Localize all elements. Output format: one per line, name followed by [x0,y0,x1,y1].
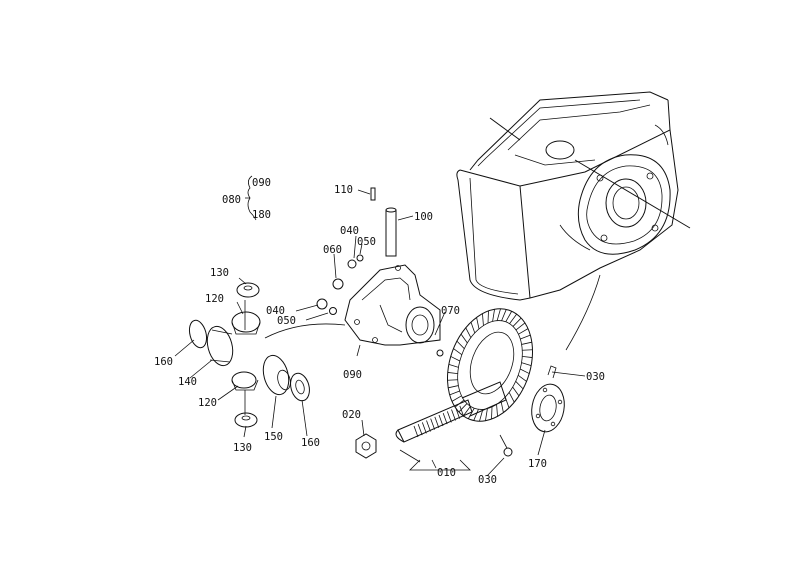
group-080-brace [245,175,257,221]
label-100: 100 [414,211,433,223]
transmission-housing [456,91,691,351]
label-070: 070 [441,305,460,317]
label-120-top: 120 [205,293,224,305]
label-180: 180 [252,209,271,221]
label-040-left: 040 [266,305,285,317]
leader-lines [174,189,586,477]
label-020: 020 [342,409,361,421]
label-160-right: 160 [301,437,320,449]
part-labels: 090 080 180 110 100 040 050 060 130 120 … [154,177,605,486]
pinion-shaft [395,381,507,471]
label-130-bottom: 130 [233,442,252,454]
label-160-left: 160 [154,356,173,368]
label-060: 060 [323,244,342,256]
label-050-top: 050 [357,236,376,248]
label-130-top: 130 [210,267,229,279]
differential-gears [188,282,346,428]
label-140: 140 [178,376,197,388]
label-030-bottom: 030 [478,474,497,486]
label-090-sub: 090 [252,177,271,189]
label-030-right: 030 [586,371,605,383]
label-040-top: 040 [340,225,359,237]
bolts-and-washers [316,254,444,357]
label-050-left: 050 [277,315,296,327]
nut-020 [355,433,377,459]
label-090: 090 [343,369,362,381]
label-170: 170 [528,458,547,470]
label-120-bottom: 120 [198,397,217,409]
pinion-pin [370,187,397,257]
label-010: 010 [437,467,456,479]
ring-gear [446,308,534,422]
bearing-flange [499,365,565,457]
label-150: 150 [264,431,283,443]
differential-case [344,264,441,346]
label-080: 080 [222,194,241,206]
label-110: 110 [334,184,353,196]
